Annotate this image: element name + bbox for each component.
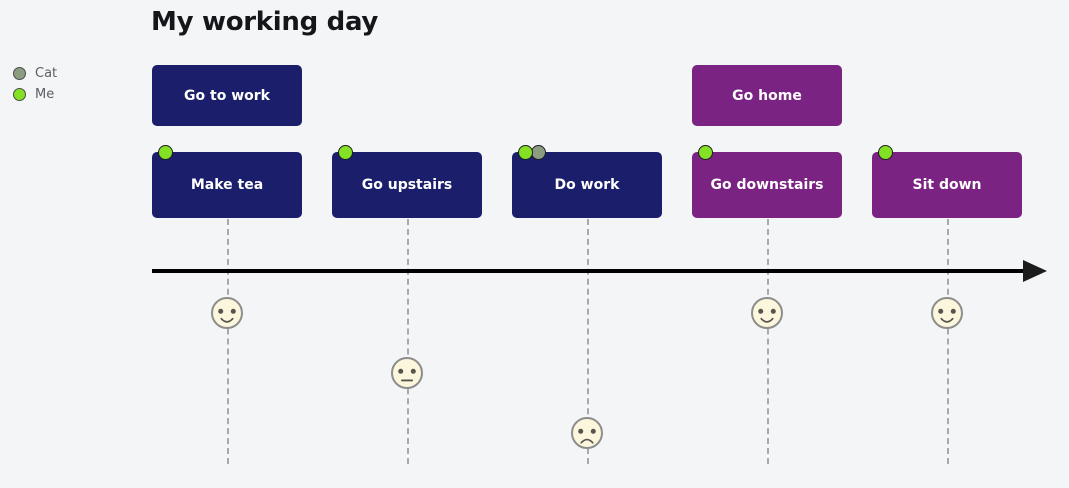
guide-line: [587, 219, 589, 464]
participant-dot-me: [338, 145, 353, 160]
participant-dot-me: [878, 145, 893, 160]
timeline-axis: [152, 269, 1030, 273]
guide-line: [407, 219, 409, 464]
task-label: Go to work: [184, 87, 270, 104]
happy-face-icon: [751, 297, 783, 329]
guide-line: [227, 219, 229, 464]
guide-line: [767, 219, 769, 464]
arrow-right-icon: [1023, 260, 1047, 282]
task-box-go-downstairs[interactable]: Go downstairs: [692, 145, 842, 218]
participant-dot-cat: [531, 145, 546, 160]
legend-item-cat: Cat: [13, 63, 57, 84]
happy-face-icon: [931, 297, 963, 329]
page-title: My working day: [151, 7, 379, 37]
guide-line: [947, 219, 949, 464]
task-label: Make tea: [190, 177, 264, 193]
task-box-sit-down[interactable]: Sit down: [872, 145, 1022, 218]
task-box-make-tea[interactable]: Make tea: [152, 145, 302, 218]
participant-dot-me: [698, 145, 713, 160]
circle-marker-icon: [13, 88, 26, 101]
task-label: Go downstairs: [710, 177, 824, 193]
happy-face-icon: [211, 297, 243, 329]
legend-item-label: Me: [35, 87, 55, 102]
participant-dot-me: [158, 145, 173, 160]
neutral-face-icon: [391, 357, 423, 389]
task-label: Go home: [732, 87, 802, 104]
task-label: Sit down: [912, 177, 982, 193]
legend-item-label: Cat: [35, 66, 58, 81]
circle-marker-icon: [13, 67, 26, 80]
task-label: Do work: [554, 177, 620, 193]
task-box-go-upstairs[interactable]: Go upstairs: [332, 145, 482, 218]
task-label: Go upstairs: [361, 177, 453, 193]
task-box-do-work[interactable]: Do work: [512, 145, 662, 218]
sad-face-icon: [571, 417, 603, 449]
legend-item-me: Me: [13, 84, 57, 105]
participant-dot-me: [518, 145, 533, 160]
task-box-go-to-work[interactable]: Go to work: [152, 65, 302, 126]
task-box-go-home[interactable]: Go home: [692, 65, 842, 126]
